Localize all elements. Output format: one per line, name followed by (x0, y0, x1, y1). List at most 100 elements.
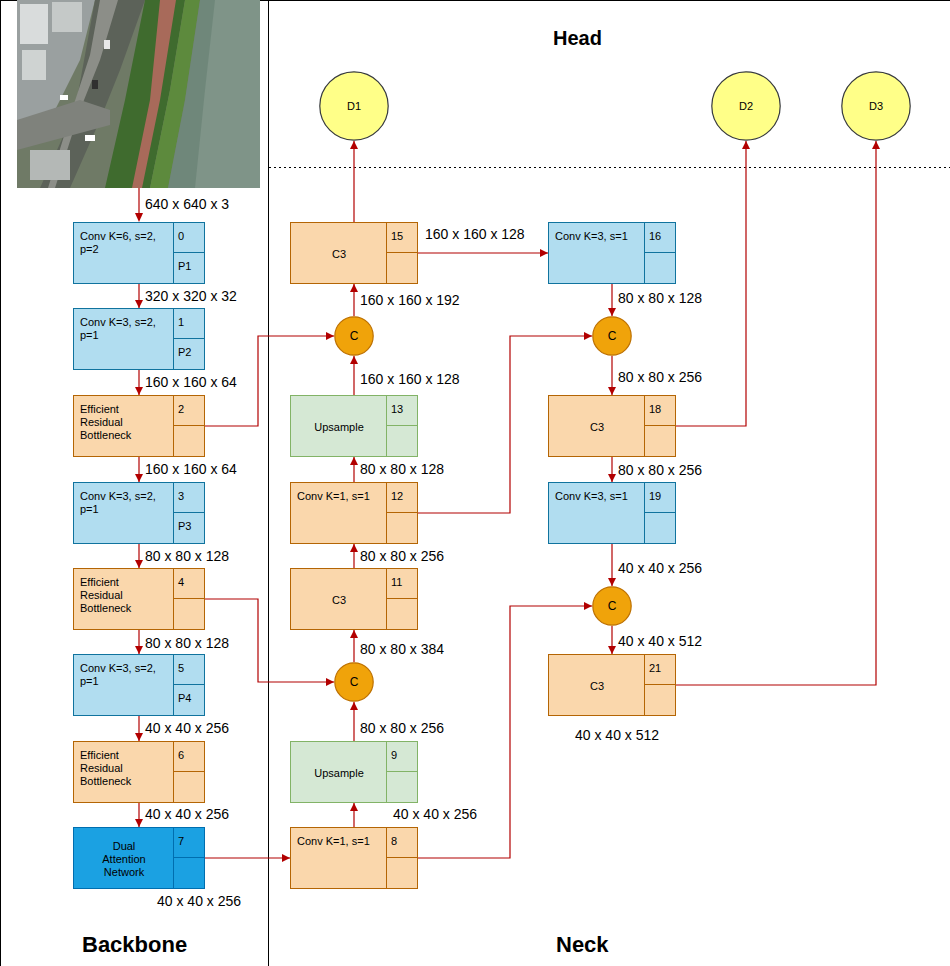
section-title: Head (553, 26, 602, 50)
tensor-size: 40 x 40 x 512 (575, 727, 659, 744)
tensor-size: 80 x 80 x 256 (360, 548, 444, 565)
tag-cell: 6 (174, 742, 204, 772)
block-box: Efficient Residual Bottleneck6 (73, 741, 205, 803)
tag-cell: P3 (174, 513, 204, 543)
box-body: Upsample (291, 742, 386, 802)
circle-shape (593, 587, 631, 625)
tag-column: 5P4 (173, 655, 204, 715)
tag-cell (387, 858, 417, 888)
tag-column: 13 (386, 396, 417, 456)
tensor-size: 80 x 80 x 128 (145, 635, 229, 652)
detect-head-circle: D2 (711, 71, 781, 141)
tag-column: 3P3 (173, 483, 204, 543)
circle-shape (335, 317, 373, 355)
tag-cell: 7 (174, 828, 204, 858)
block-name: Efficient Residual Bottleneck (80, 403, 144, 442)
data-flow-arrow (611, 544, 612, 586)
tag-column: 6 (173, 742, 204, 802)
tensor-size: 80 x 80 x 256 (618, 462, 702, 479)
data-flow-arrow (353, 457, 354, 482)
tag-cell: 12 (387, 483, 417, 513)
pyramid-level: P4 (178, 692, 191, 704)
layer-index: 4 (178, 576, 184, 588)
input-arrowhead (135, 213, 143, 222)
block-name: Efficient Residual Bottleneck (80, 576, 144, 615)
circle-shape (842, 72, 910, 140)
block-name: Conv K=1, s=1 (297, 490, 370, 503)
block-name: Dual Attention Network (91, 840, 157, 879)
layer-index: 3 (178, 490, 184, 502)
tag-cell (645, 426, 675, 456)
data-flow-arrow (418, 252, 548, 253)
concat-label: C (350, 675, 359, 689)
data-flow-arrow (138, 544, 139, 568)
concat-label: C (608, 329, 617, 343)
aerial-photo (17, 0, 260, 188)
tag-cell: 3 (174, 483, 204, 513)
tensor-size: 80 x 80 x 128 (360, 461, 444, 478)
concat-circle: C (592, 316, 632, 356)
tag-cell (645, 513, 675, 543)
block-box: C3 11 (290, 568, 418, 630)
layer-index: 2 (178, 403, 184, 415)
tensor-size: 160 x 160 x 128 (425, 226, 525, 243)
data-flow-arrow (353, 630, 354, 662)
pyramid-level: P3 (178, 520, 191, 532)
circle-shape (593, 317, 631, 355)
tag-cell: 8 (387, 828, 417, 858)
box-body: Efficient Residual Bottleneck (74, 396, 173, 456)
layer-index: 8 (391, 835, 397, 847)
head-label: D2 (739, 100, 753, 112)
detect-head-circle: D1 (319, 71, 389, 141)
tag-cell (387, 426, 417, 456)
tag-cell: 11 (387, 569, 417, 599)
tag-column: 0P1 (173, 223, 204, 283)
upsample-box: Upsample13 (290, 395, 418, 457)
head-label: D1 (347, 100, 361, 112)
head-label: D3 (869, 100, 883, 112)
layer-index: 18 (649, 403, 661, 415)
tag-cell (387, 253, 417, 283)
tag-cell (387, 513, 417, 543)
tensor-size: 160 x 160 x 64 (145, 461, 237, 478)
block-name: Conv K=3, s=2, p=1 (80, 316, 168, 342)
tag-cell: 4 (174, 569, 204, 599)
upsample-box: Upsample 9 (290, 741, 418, 803)
tensor-size: 640 x 640 x 3 (145, 196, 229, 213)
pyramid-level: P2 (178, 346, 191, 358)
tag-column: 9 (386, 742, 417, 802)
layer-index: 0 (178, 230, 184, 242)
block-name: C3 (332, 594, 346, 607)
box-body: Conv K=3, s=1 (549, 223, 644, 283)
block-name: Conv K=3, s=1 (555, 230, 628, 243)
block-box: Conv K=1, s=1 8 (290, 827, 418, 889)
block-box: Efficient Residual Bottleneck 2 (73, 395, 205, 457)
data-flow-arrow (611, 626, 612, 654)
box-body: C3 (291, 223, 386, 283)
section-title: Neck (556, 932, 609, 958)
circle-shape (335, 663, 373, 701)
tag-cell: 21 (645, 655, 675, 685)
circle-shape (712, 72, 780, 140)
tag-column: 18 (644, 396, 675, 456)
tensor-size: 80 x 80 x 128 (618, 290, 702, 307)
layer-index: 21 (649, 662, 661, 674)
block-box: Conv K=1, s=1 12 (290, 482, 418, 544)
tag-column: 8 (386, 828, 417, 888)
tensor-size: 40 x 40 x 256 (393, 806, 477, 823)
concat-label: C (350, 329, 359, 343)
data-flow-arrow (353, 141, 354, 222)
box-body: Conv K=1, s=1 (291, 828, 386, 888)
input-arrow (138, 188, 139, 214)
tensor-size: 160 x 160 x 64 (145, 374, 237, 391)
concat-label: C (608, 599, 617, 613)
layer-index: 9 (391, 749, 397, 761)
layer-index: 19 (649, 490, 661, 502)
tensor-size: 160 x 160 x 192 (360, 292, 460, 309)
tag-cell (174, 426, 204, 456)
tag-column: 12 (386, 483, 417, 543)
block-name: C3 (590, 680, 604, 693)
layer-index: 7 (178, 835, 184, 847)
box-body: Conv K=3, s=1 (549, 483, 644, 543)
